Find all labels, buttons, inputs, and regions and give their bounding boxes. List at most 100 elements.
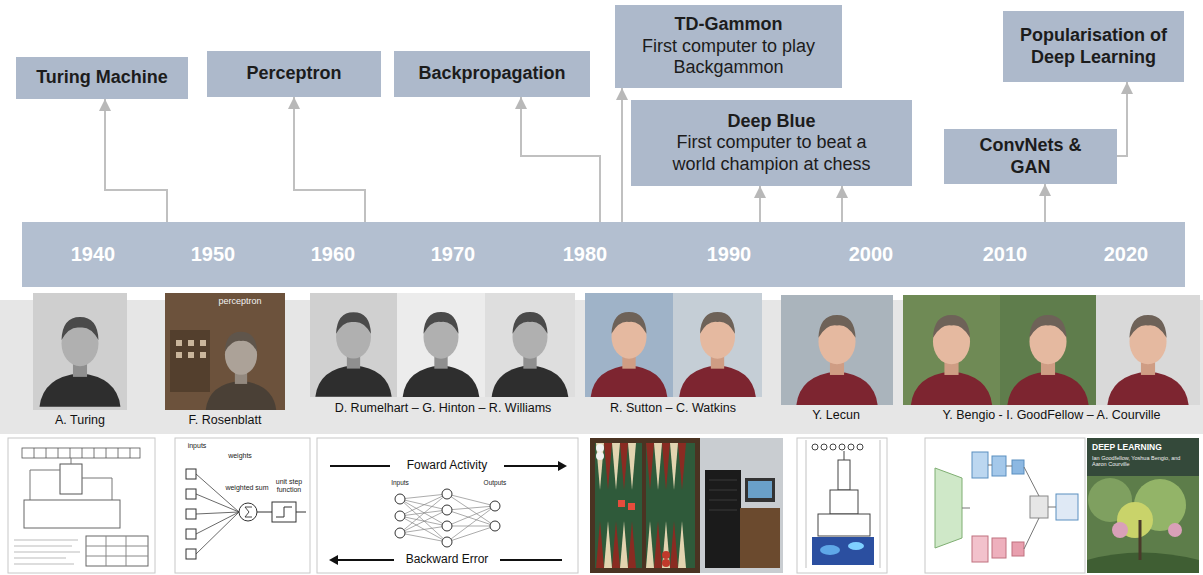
diagram-text: Foward Activity: [392, 459, 502, 473]
milestone-box: Deep BlueFirst computer to beat a world …: [631, 100, 912, 186]
convnet-sketch-part: [830, 490, 858, 514]
portrait-photos-part: [485, 293, 575, 397]
portrait-photos-part: [165, 293, 285, 410]
timeline-connector: [841, 186, 843, 222]
portrait-photos-part: [781, 295, 893, 405]
box-text: First computer to play Backgammon: [623, 36, 834, 79]
perceptron-sketch-part: [186, 489, 196, 499]
backgammon-board-part: [596, 452, 604, 460]
convnet-sketch-part: [839, 444, 845, 450]
backgammon-board-part: [620, 521, 628, 568]
perceptron-sketch-part: [272, 502, 296, 522]
year-label: 1970: [418, 242, 488, 266]
backgammon-board-part: [612, 521, 620, 568]
convnet-sketch-part: [821, 444, 827, 450]
book-cover: [1087, 438, 1199, 573]
milestone-box: Backpropagation: [394, 51, 590, 97]
portrait-photos-part: [1000, 295, 1096, 405]
portrait-photos-part: [1096, 295, 1200, 405]
portrait-photos-part: [492, 312, 569, 397]
turing-machine-sketch-part: [34, 448, 130, 458]
backgammon-board-part: [628, 443, 636, 490]
portrait-photos-part: [585, 293, 673, 397]
box-title: Popularisation of Deep Learning: [1011, 25, 1176, 68]
backprop-sketch: [317, 438, 578, 573]
turing-machine-sketch-part: [22, 448, 140, 458]
backgammon-board-part: [590, 438, 700, 573]
convnet-sketch-part: [848, 542, 864, 550]
backprop-sketch-part: [395, 494, 405, 504]
gan-sketch-part: [1030, 496, 1048, 518]
book-cover-part: [1087, 438, 1199, 573]
gan-sketch-part: [972, 452, 988, 478]
turing-machine-sketch-part: [8, 438, 155, 573]
backgammon-board-part: [662, 551, 670, 559]
deep-blue-photo-part: [700, 438, 783, 573]
portrait-photos-part: [33, 293, 127, 410]
backgammon-board-part: [670, 521, 678, 568]
portrait-photos-part: [1107, 315, 1188, 405]
gan-sketch-part: [1056, 494, 1078, 520]
year-label: 1980: [550, 242, 620, 266]
turing-machine-sketch-part: [14, 540, 80, 564]
person-caption: R. Sutton – C. Watkins: [588, 401, 758, 415]
timeline-connector: [105, 99, 167, 222]
milestone-box: Turing Machine: [16, 57, 188, 99]
person-caption: Y. Bengio - I. GoodFellow – A. Courville: [903, 408, 1200, 422]
backgammon-board-part: [628, 503, 635, 510]
photo-text: perceptron: [200, 296, 280, 306]
backprop-sketch-part: [442, 505, 452, 515]
box-title: Deep Blue: [655, 111, 888, 133]
gan-sketch-part: [962, 465, 1056, 549]
year-label: 1960: [298, 242, 368, 266]
diagram-text: weights: [220, 452, 260, 460]
timeline-connector: [1117, 82, 1127, 156]
backgammon-board-part: [628, 521, 636, 568]
timeline-connector: [1044, 184, 1046, 222]
book-cover-part: [1168, 523, 1182, 537]
backgammon-board-part: [654, 443, 662, 490]
book-authors: Ian Goodfellow, Yoshua Bengio, and Aaron…: [1092, 455, 1196, 468]
gan-sketch-part: [925, 438, 1085, 573]
milestone-box: ConvNets & GAN: [944, 129, 1117, 184]
year-label: 1940: [58, 242, 128, 266]
milestone-box: Perceptron: [207, 51, 381, 97]
backgammon-board-part: [612, 443, 620, 490]
year-label: 2010: [970, 242, 1040, 266]
timeline-band: 194019501960197019801990200020102020: [22, 222, 1185, 287]
backprop-sketch-part: [329, 555, 338, 565]
portrait-photos-part: [903, 295, 1000, 405]
convnet-sketch-part: [812, 444, 818, 450]
convnet-sketch-part: [838, 460, 850, 490]
backgammon-board-part: [596, 521, 604, 568]
backprop-sketch-part: [442, 489, 452, 499]
backgammon-board-part: [654, 521, 662, 568]
perceptron-sketch: [175, 438, 310, 573]
backgammon-board-part: [662, 443, 670, 490]
diagram-text: Backward Error: [392, 553, 502, 567]
convnet-sketch-part: [820, 545, 840, 555]
gan-sketch-part: [935, 468, 962, 548]
gan-sketch-part: [1012, 542, 1024, 556]
timeline-connector: [759, 186, 761, 222]
portrait-photos-part: [911, 315, 992, 405]
backgammon-board-part: [670, 443, 678, 490]
portrait-photos-part: [591, 312, 668, 397]
gan-sketch: [925, 438, 1085, 573]
box-title: TD-Gammon: [623, 14, 834, 36]
convnet-sketch-part: [812, 537, 874, 565]
timeline-connector: [294, 97, 365, 222]
backgammon-board-part: [595, 443, 695, 568]
portrait-photos-part: [1007, 315, 1088, 405]
backprop-sketch-part: [558, 461, 567, 471]
backprop-sketch-part: [400, 494, 495, 542]
perceptron-sketch-part: [239, 503, 257, 521]
convnet-sketch-part: [818, 514, 870, 536]
gan-sketch-part: [992, 456, 1006, 476]
turing-machine-sketch-part: [86, 536, 148, 566]
deep-blue-photo-part: [745, 478, 775, 502]
book-cover-part: [1087, 438, 1199, 476]
year-label: 1990: [694, 242, 764, 266]
year-label: 1950: [178, 242, 248, 266]
